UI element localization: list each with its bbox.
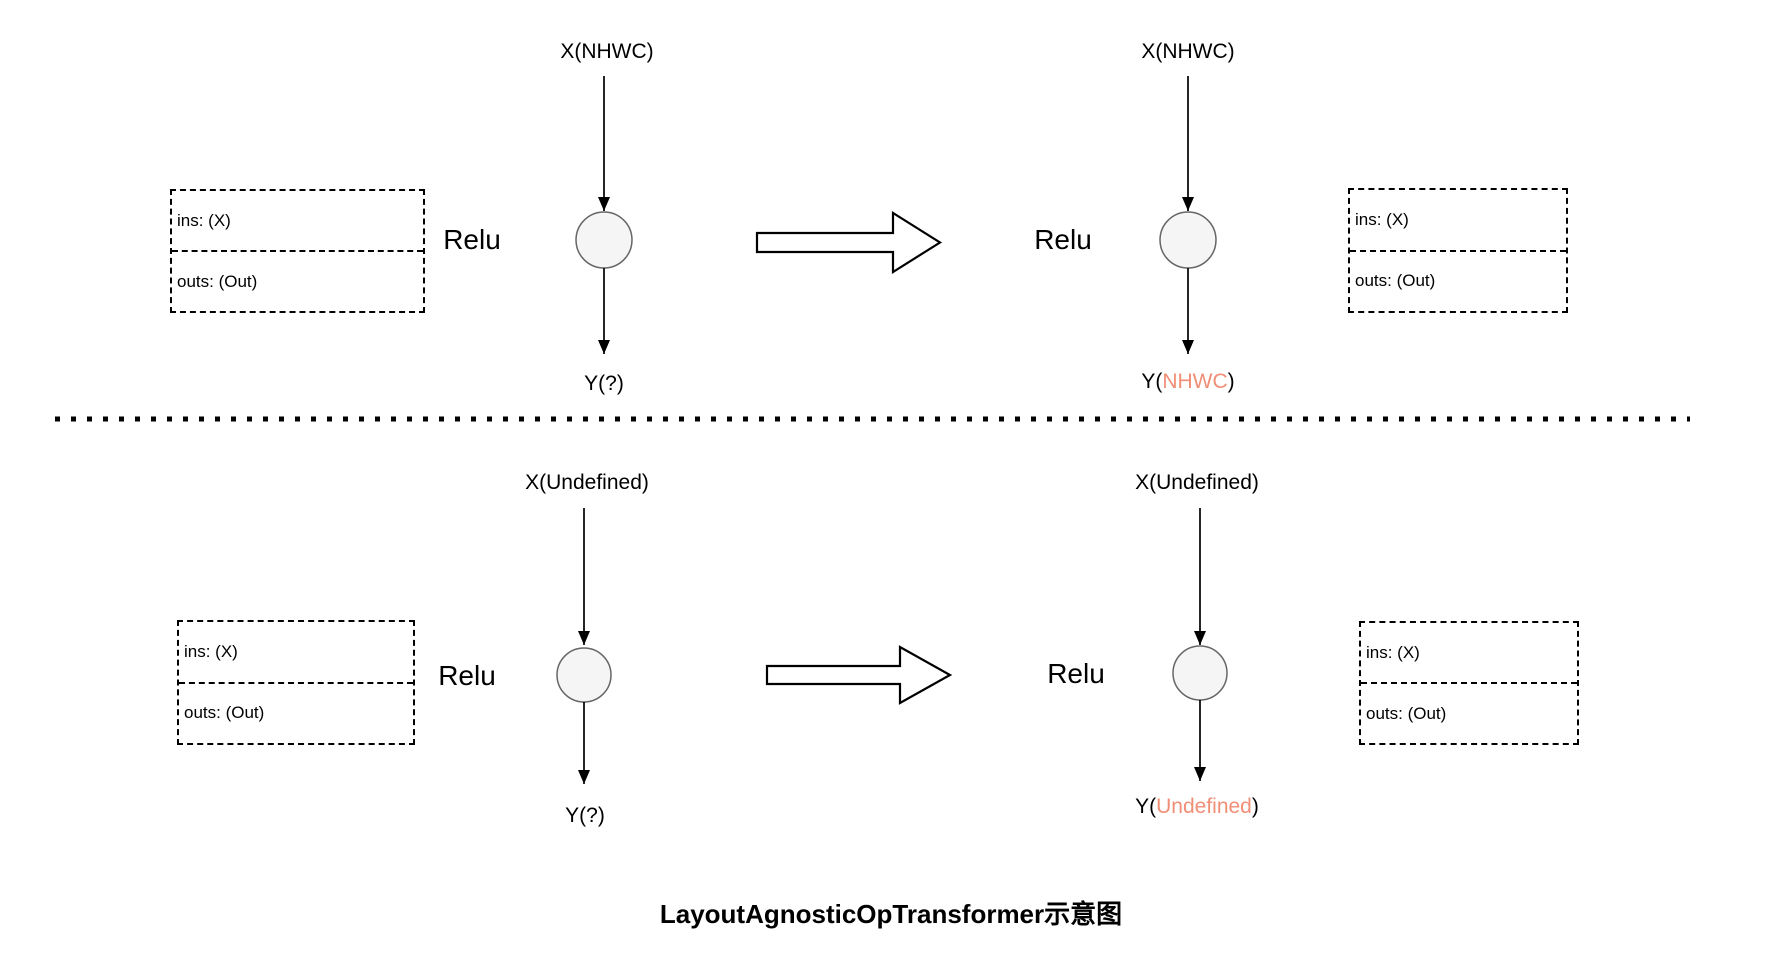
transform-block-arrow: [755, 211, 943, 274]
outs-cell: outs: (Out): [172, 250, 423, 311]
op-name-label: Relu: [1034, 224, 1092, 255]
output-layout-value: Undefined: [1156, 795, 1252, 818]
op-props-box: ins: (X) outs: (Out): [170, 189, 425, 313]
output-suffix: ): [616, 372, 624, 395]
outs-cell: outs: (Out): [1350, 249, 1566, 312]
outs-cell: outs: (Out): [1361, 682, 1577, 743]
op-name-label: Relu: [443, 224, 501, 255]
input-tensor-label: X(Undefined): [525, 471, 649, 494]
output-suffix: ): [597, 804, 605, 827]
output-prefix: Y(: [1141, 370, 1163, 393]
op-name-label: Relu: [438, 660, 496, 691]
output-tensor-label: Y(NHWC): [1141, 370, 1234, 394]
output-tensor-label: Y(Undefined): [1135, 795, 1259, 819]
output-layout-value: NHWC: [1162, 370, 1228, 393]
op-props-box: ins: (X) outs: (Out): [177, 620, 415, 745]
relu-node-circle: [556, 647, 612, 703]
output-prefix: Y(: [565, 804, 587, 827]
ins-cell: ins: (X): [184, 641, 238, 661]
output-suffix: ): [1251, 795, 1259, 818]
transform-block-arrow: [765, 645, 953, 705]
output-layout-value: ?: [586, 804, 598, 827]
relu-node-circle: [1159, 211, 1217, 269]
op-name-label: Relu: [1047, 658, 1105, 689]
output-suffix: ): [1227, 370, 1235, 393]
input-tensor-label: X(Undefined): [1135, 471, 1259, 494]
output-prefix: Y(: [1135, 795, 1157, 818]
input-tensor-label: X(NHWC): [1141, 40, 1235, 63]
relu-node-circle: [575, 211, 633, 269]
input-tensor-label: X(NHWC): [560, 40, 654, 63]
output-tensor-label: Y(?): [565, 804, 605, 828]
output-layout-value: ?: [605, 372, 617, 395]
diagram-title: LayoutAgnosticOpTransformer示意图: [659, 899, 1123, 929]
outs-cell: outs: (Out): [179, 681, 413, 744]
output-prefix: Y(: [584, 372, 606, 395]
output-tensor-label: Y(?): [584, 372, 624, 396]
ins-cell: ins: (X): [177, 210, 231, 230]
ins-cell: ins: (X): [1366, 642, 1420, 662]
op-props-box: ins: (X) outs: (Out): [1348, 188, 1568, 313]
ins-cell: ins: (X): [1355, 209, 1409, 229]
op-props-box: ins: (X) outs: (Out): [1359, 621, 1579, 745]
relu-node-circle: [1172, 645, 1228, 701]
